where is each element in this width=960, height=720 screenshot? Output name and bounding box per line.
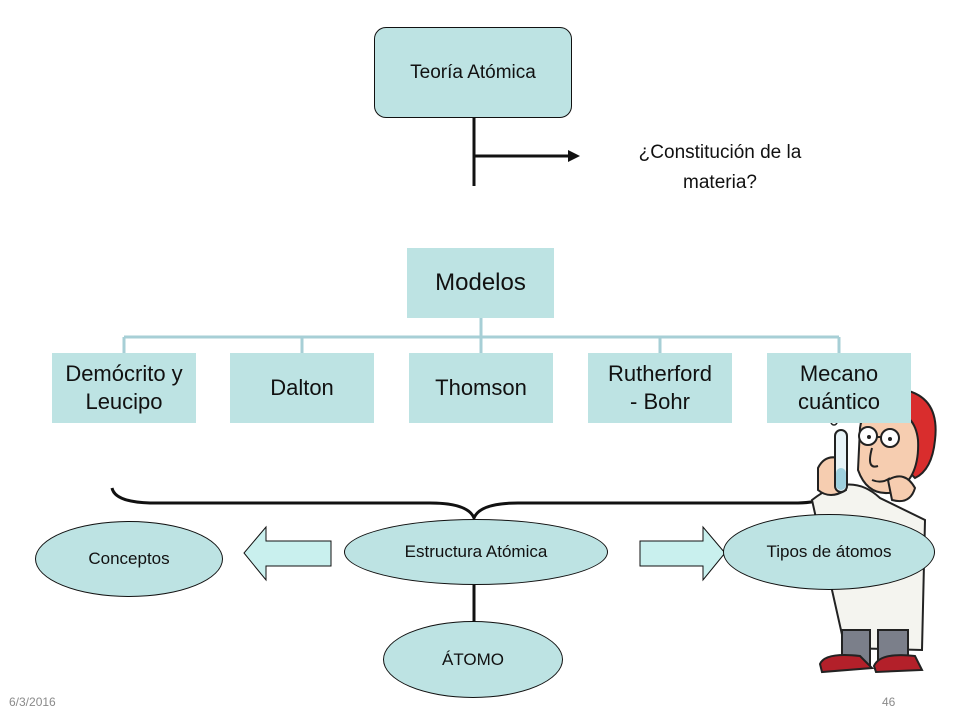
left-block-arrow (243, 525, 332, 582)
atomo-node: ÁTOMO (383, 621, 563, 698)
model-label-line1: Dalton (270, 375, 334, 400)
model-label-line2: Leucipo (85, 389, 163, 414)
question-arrow-head (568, 150, 580, 162)
model-label-line1: Thomson (435, 375, 527, 400)
model-node-rutherford-bohr: Rutherford - Bohr (588, 353, 732, 423)
tipos-de-atomos-label: Tipos de átomos (766, 542, 892, 561)
conceptos-node: Conceptos (35, 521, 223, 597)
tipos-de-atomos-node: Tipos de átomos (723, 514, 935, 590)
estructura-atomica-label: Estructura Atómica (404, 542, 548, 561)
question-line-1: ¿Constitución de la (638, 142, 802, 163)
modelos-label: Modelos (435, 269, 526, 296)
atomo-label: ÁTOMO (441, 649, 505, 669)
model-label-line2: - Bohr (630, 389, 690, 414)
footer-date: 6/3/2016 (9, 695, 56, 709)
models-tree-connectors (122, 318, 841, 353)
question-line-2: materia? (683, 172, 757, 193)
right-block-arrow (639, 525, 726, 582)
model-label-line1: Mecano (799, 361, 879, 386)
model-node-democrito: Demócrito y Leucipo (52, 353, 196, 423)
footer-page-number: 46 (882, 695, 896, 709)
model-node-thomson: Thomson (409, 353, 553, 423)
curly-brace (110, 487, 838, 523)
model-node-mecano-cuantico: Mecano cuántico (767, 353, 911, 423)
teoria-atomica-label: Teoría Atómica (410, 61, 536, 83)
model-label-line1: Rutherford (608, 361, 712, 386)
model-label-line1: Demócrito y (65, 361, 183, 386)
model-node-dalton: Dalton (230, 353, 374, 423)
modelos-node: Modelos (407, 248, 554, 318)
question-text: ¿Constitución de la materia? (600, 138, 840, 198)
estructura-atomica-node: Estructura Atómica (344, 519, 608, 585)
conceptos-label: Conceptos (88, 549, 170, 568)
model-label-line2: cuántico (798, 389, 880, 414)
teoria-atomica-node: Teoría Atómica (374, 27, 572, 118)
